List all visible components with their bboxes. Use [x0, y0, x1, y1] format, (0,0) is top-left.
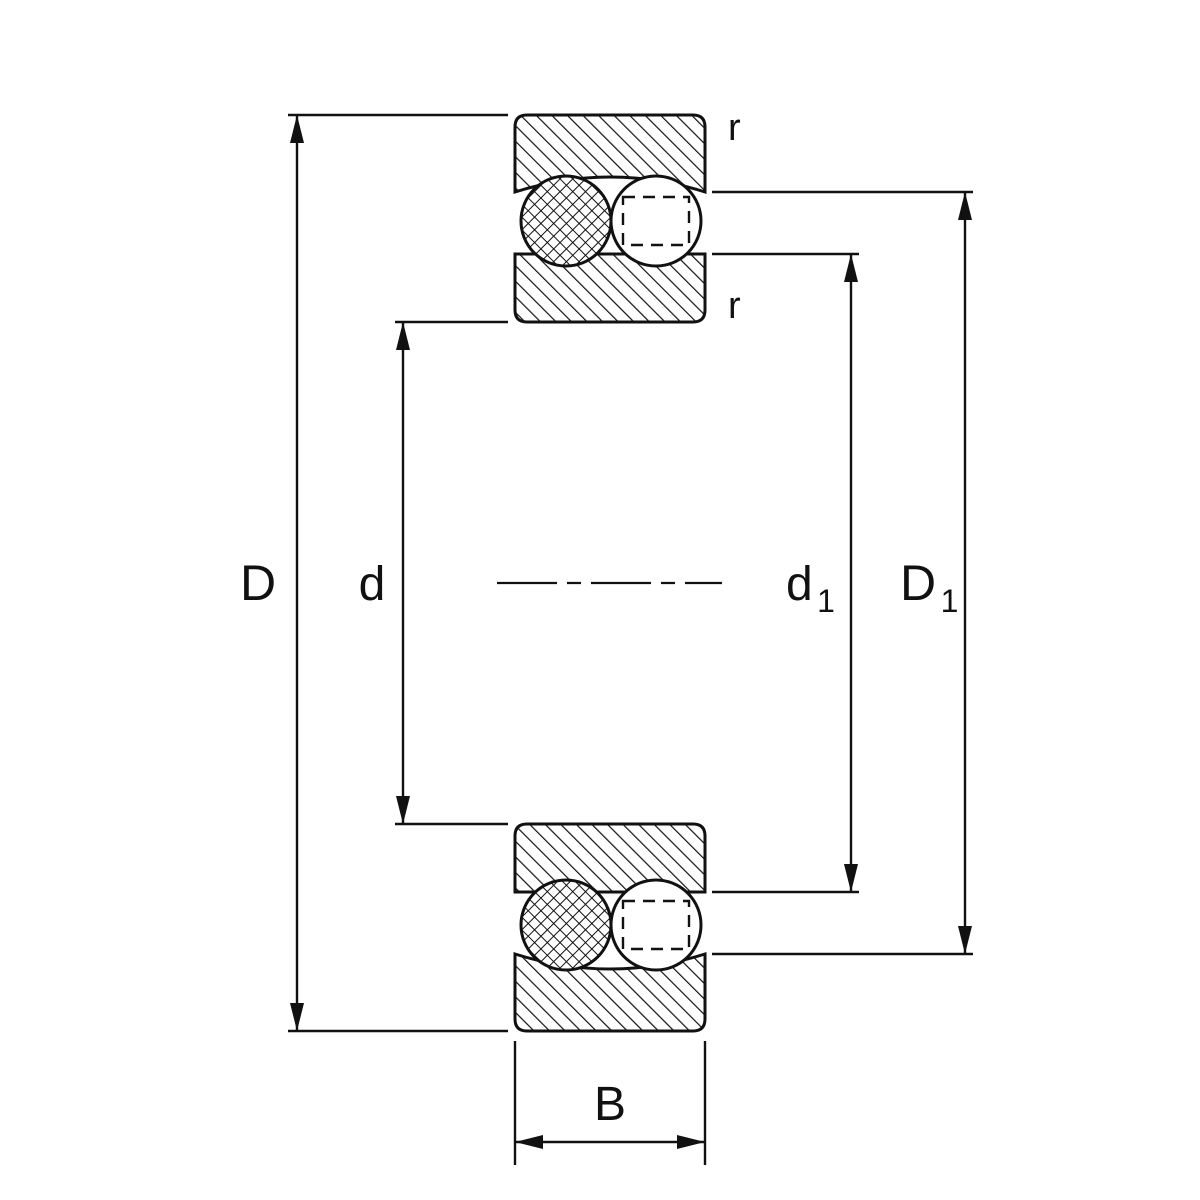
arrowhead-D1-bottom [958, 926, 972, 954]
dimension-B: B [513, 1041, 707, 1165]
dimension-d: d [359, 320, 508, 826]
ball-top-unsectioned [609, 174, 703, 268]
arrowhead-D1-top [958, 192, 972, 220]
outer-ring-top-section [513, 113, 707, 195]
outer-ring-bottom-section [513, 951, 707, 1033]
cage-pocket-bottom-dashed [621, 899, 691, 951]
inner-ring-top-section [513, 252, 707, 324]
dimension-D: D [240, 113, 508, 1033]
label-d1-base: d [786, 558, 813, 611]
ball-top-sectioned [519, 174, 613, 268]
arrowhead-D-top [290, 115, 304, 143]
arrowhead-d1-top [844, 254, 858, 282]
label-D1-subscript: 1 [941, 583, 959, 619]
inner-ring-bottom-section [513, 822, 707, 894]
label-r-outer-corner: r [728, 107, 741, 149]
label-r-inner-corner: r [728, 285, 741, 327]
label-D1-base: D [900, 555, 936, 611]
cage-pocket-top-dashed [621, 195, 691, 247]
bearing-section-top [513, 113, 707, 324]
label-d: d [359, 558, 386, 611]
arrowhead-d1-bottom [844, 864, 858, 892]
arrowhead-B-right [677, 1135, 705, 1149]
label-d1: d 1 [786, 558, 835, 619]
bearing-section-bottom [513, 822, 707, 1033]
arrowhead-d-bottom [396, 796, 410, 824]
dimension-d1: d 1 [712, 252, 859, 894]
label-B: B [594, 1078, 626, 1131]
label-D1: D 1 [900, 555, 958, 619]
dimension-D1: D 1 [712, 190, 973, 956]
arrowhead-B-left [515, 1135, 543, 1149]
ball-bottom-sectioned [519, 878, 613, 972]
label-d1-subscript: 1 [817, 583, 835, 619]
label-D: D [240, 555, 276, 611]
arrowhead-D-bottom [290, 1003, 304, 1031]
arrowhead-d-top [396, 322, 410, 350]
ball-bottom-unsectioned [609, 878, 703, 972]
